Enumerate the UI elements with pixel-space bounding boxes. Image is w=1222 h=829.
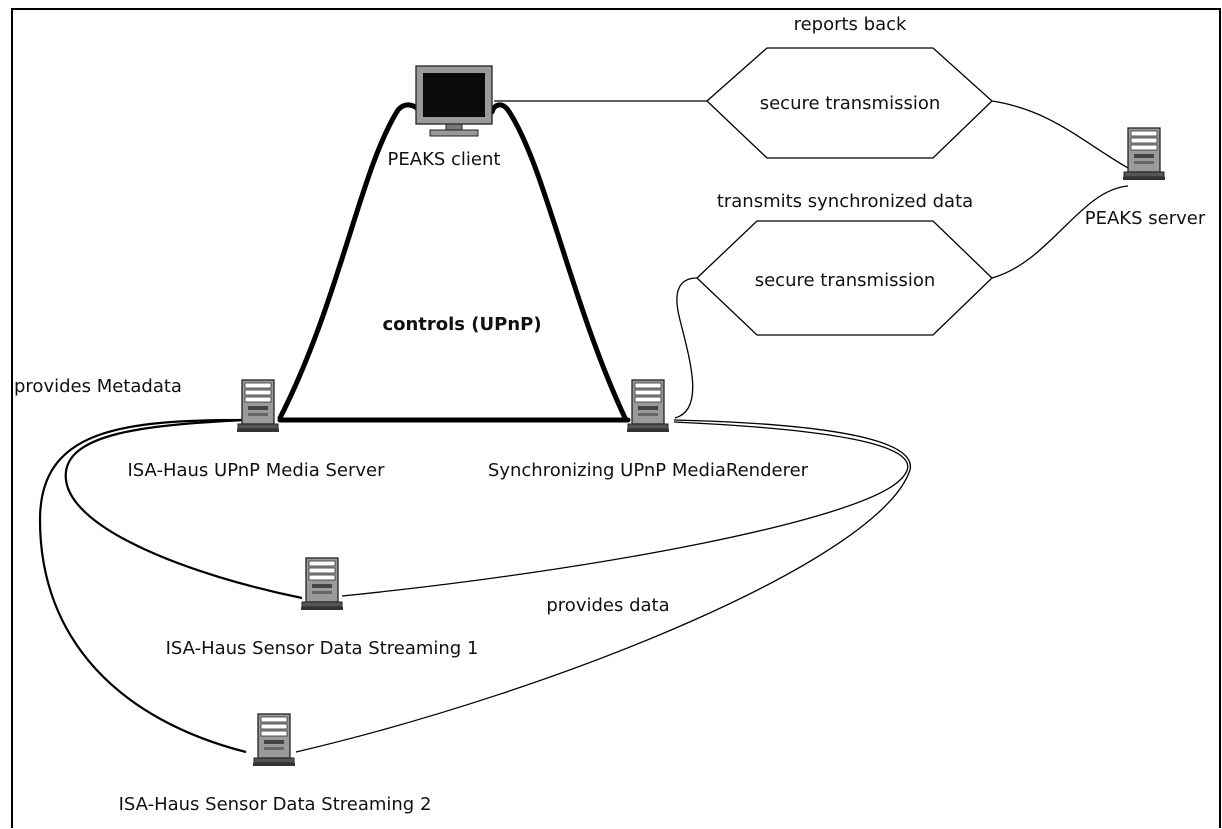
secure-channel-top [706,47,993,159]
monitor-icon [415,65,493,137]
server-tower-icon [300,557,344,611]
node-label-renderer: Synchronizing UPnP MediaRenderer [488,460,809,481]
node-label-media-server: ISA-Haus UPnP Media Server [127,460,385,481]
secure-channel-top-label: secure transmission [760,93,941,114]
link-renderer-bottom-channel [674,277,698,419]
server-tower-icon [252,713,296,767]
edge-label-controls: controls (UPnP) [382,314,541,335]
server-tower-icon [1122,127,1166,181]
server-tower-icon [236,379,280,433]
node-label-peaks-client: PEAKS client [388,149,501,170]
node-label-stream-2: ISA-Haus Sensor Data Streaming 2 [119,794,432,815]
channel-caption-bottom: transmits synchronized data [717,191,973,212]
upnp-link-client-server [277,102,423,421]
diagram-frame [11,8,1221,828]
link-server-stream2 [38,418,247,754]
secure-channel-bottom [696,220,993,336]
link-renderer-stream1 [341,421,909,597]
link-top-channel-server [991,100,1129,169]
secure-channel-bottom-label: secure transmission [755,270,936,291]
server-tower-icon [626,379,670,433]
node-label-stream-1: ISA-Haus Sensor Data Streaming 1 [166,638,479,659]
link-renderer-stream2 [295,419,912,753]
link-bottom-channel-server [991,185,1129,279]
channel-caption-top: reports back [794,14,907,35]
node-label-peaks-server: PEAKS server [1085,208,1206,229]
upnp-link-client-renderer [489,102,628,421]
edge-label-provides-metadata: provides Metadata [14,376,182,397]
edge-label-provides-data: provides data [546,595,669,616]
link-server-stream1 [64,418,303,600]
